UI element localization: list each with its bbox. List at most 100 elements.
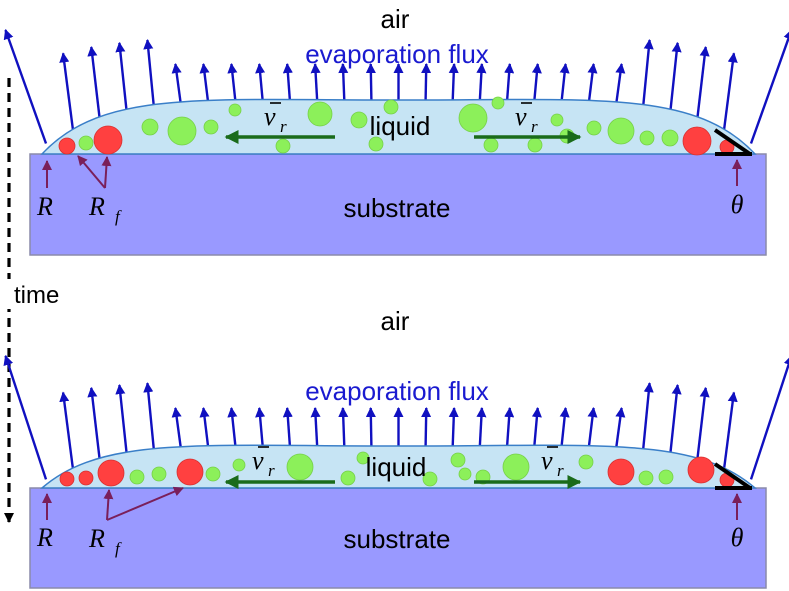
contact-angle-marker [713,462,752,490]
panel-later: air evaporation flux liquid substrate v … [3,306,789,589]
flux-arrow [695,45,710,124]
liquid-label: liquid [370,111,431,141]
Rf-pointer-1 [77,155,106,189]
flux-arrow [504,62,515,103]
Rf-label: R [88,524,105,553]
flux-arrow [115,41,129,118]
flux-arrow [255,62,266,104]
flux-arrow [504,406,515,448]
small-particle [578,454,594,470]
flux-arrow [143,38,156,114]
flux-arrows [3,29,789,144]
flux-arrow [227,62,238,106]
flux-arrow [668,383,682,460]
velocity-subscript: r [280,117,287,136]
flux-arrow [641,38,654,114]
flux-arrow [722,52,738,132]
velocity-symbol: v [515,102,527,131]
flux-arrow [531,62,542,104]
time-label: time [14,282,59,309]
substrate-label: substrate [344,524,451,554]
small-particle [151,466,167,482]
flux-arrow [143,382,156,457]
small-particle [356,451,370,465]
flux-arrow [282,406,293,448]
Rf-subscript: f [115,207,122,226]
Rf-pointer-2 [106,486,184,521]
velocity-subscript: r [557,461,564,480]
small-particle [286,453,314,481]
flux-arrow [338,62,349,101]
small-particle [78,135,94,151]
small-particle [638,470,654,486]
flux-arrow [476,62,487,102]
flux-arrow [668,41,682,118]
velocity-subscript: r [268,461,275,480]
flux-arrow [365,62,376,101]
large-particle [682,126,712,156]
small-particle [350,111,368,129]
flux-arrow [587,406,598,452]
velocity-symbol-right: v r [541,446,564,480]
Rf-subscript: f [115,539,122,558]
small-particle [661,129,679,147]
large-particle [607,458,635,486]
small-particle [491,96,505,110]
small-particle [368,136,384,152]
small-particle [228,103,242,117]
particles [58,96,735,156]
flux-arrow [641,382,654,457]
flux-arrow [749,354,789,480]
contact-angle-marker [713,128,752,156]
large-particle [97,459,125,487]
small-particle [167,116,197,146]
large-particle [59,471,75,487]
flux-arrow [282,62,293,103]
flux-arrow [3,29,48,144]
air-label: air [381,4,410,34]
velocity-symbol: v [541,446,553,475]
small-particle [586,120,602,136]
Rf-pointer-2 [101,156,112,189]
flux-arrow [749,29,789,144]
small-particle [383,99,399,115]
small-particle [639,130,655,146]
flux-arrow [199,406,210,452]
small-particle [458,467,472,481]
flux-label: evaporation flux [305,39,489,69]
small-particle [307,101,333,127]
flux-arrow [476,406,487,447]
velocity-symbol-left: v r [264,102,287,136]
flux-arrow [87,386,102,465]
flux-arrow [310,62,321,102]
small-particle [205,466,221,482]
small-particle [450,452,466,468]
large-particle [176,458,204,486]
small-particle [141,118,159,136]
flux-arrow [448,406,459,447]
large-particle [93,125,123,155]
small-particle [129,469,145,485]
velocity-symbol: v [252,446,264,475]
flux-arrow [227,406,238,451]
small-particle [340,470,356,486]
velocity-symbol: v [264,102,276,131]
flux-arrow [695,386,710,465]
velocity-symbol-left: v r [252,446,275,480]
Rf-pointer-1 [103,489,114,521]
flux-arrow [559,62,570,106]
R-label: R [36,523,53,552]
flux-arrow [421,406,432,447]
flux-arrow [531,406,542,449]
velocity-symbol-right: v r [515,102,538,136]
flux-arrow [448,62,459,101]
velocity-subscript: r [531,117,538,136]
theta-label: θ [731,190,744,219]
small-particle [483,137,499,153]
small-particle [232,458,246,472]
flux-arrows [3,354,789,480]
small-particle [527,137,543,153]
substrate [29,153,767,256]
